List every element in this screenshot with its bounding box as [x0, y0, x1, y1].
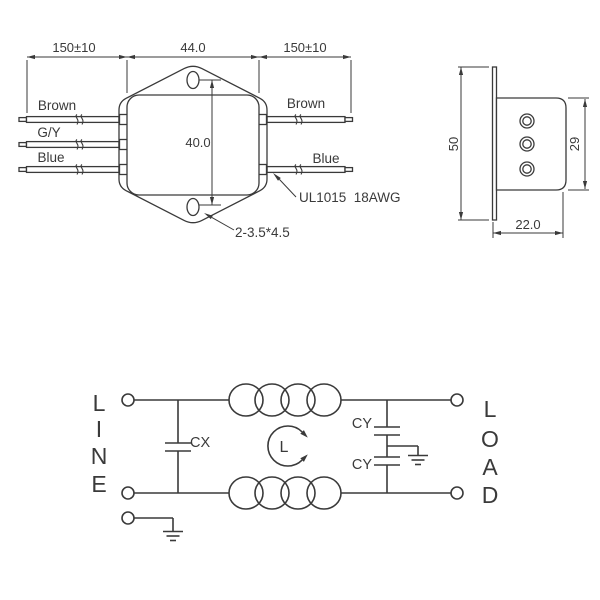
wire-brown-left: [18, 114, 120, 125]
mounting-hole-top: [186, 70, 200, 90]
dim-depth-value: 22.0: [515, 217, 540, 232]
svg-text:I: I: [96, 416, 102, 442]
bushing-left-2: [118, 138, 129, 151]
ground-symbol-line: [134, 517, 183, 542]
wire-gy-left: [18, 139, 120, 150]
front-view: 150±10 44.0 150±10 40.0 Brown G/Y Blue B…: [18, 40, 401, 240]
svg-text:L: L: [93, 390, 106, 416]
svg-text:N: N: [91, 443, 108, 469]
dim-flange-height-value: 50: [446, 137, 461, 151]
bushing-right-2: [257, 163, 268, 176]
wire-brown-right: [266, 114, 354, 125]
mounting-hole-bottom: [186, 197, 200, 217]
circuit-schematic: L I N E L O A D CX: [91, 383, 499, 542]
wire-label-brown-right: Brown: [287, 96, 325, 111]
side-bushings: [519, 113, 535, 177]
wire-blue-left: [18, 164, 120, 175]
side-view: 50 29 22.0: [446, 66, 589, 238]
terminal-load-top: [450, 393, 464, 407]
svg-text:A: A: [482, 454, 498, 480]
inductor-label: L: [280, 439, 289, 456]
bushing-left-1: [118, 113, 129, 126]
load-label: L O A D: [481, 396, 499, 508]
cy-bottom-label: CY: [352, 457, 372, 473]
dimension-hole-spacing: 40.0: [185, 79, 221, 206]
inductor-coil-top: [228, 383, 342, 417]
dim-hole-spacing-value: 40.0: [185, 135, 210, 150]
ground-symbol-cy: [387, 445, 428, 466]
wire-blue-right: [266, 164, 354, 175]
svg-text:E: E: [91, 471, 106, 497]
cy-top-label: CY: [352, 416, 372, 432]
dim-lead-length-left: 150±10: [52, 40, 95, 55]
wire-label-brown-left: Brown: [38, 98, 76, 113]
dimension-body-height: 29: [567, 97, 589, 191]
dimension-depth: 22.0: [492, 192, 564, 238]
bushing-right-1: [257, 113, 268, 126]
dim-body-width: 44.0: [180, 40, 205, 55]
inductor-symbol: L: [267, 425, 308, 467]
capacitor-cy-bottom: CY: [352, 435, 400, 493]
svg-text:D: D: [482, 482, 499, 508]
cx-label: CX: [190, 435, 210, 451]
dimension-flange-height: 50: [446, 66, 489, 221]
dim-body-height-value: 29: [567, 137, 582, 151]
terminal-load-bottom: [450, 486, 464, 500]
svg-text:L: L: [484, 396, 497, 422]
leader-hole-spec: 2-3.5*4.5: [204, 213, 290, 240]
terminal-line-top: [121, 393, 135, 407]
capacitor-cy-top: CY: [352, 400, 400, 436]
hole-spec-label: 2-3.5*4.5: [235, 225, 290, 240]
dimension-top: 150±10 44.0 150±10: [26, 40, 352, 113]
svg-text:O: O: [481, 426, 499, 452]
wire-label-gy-left: G/Y: [37, 125, 60, 140]
terminal-line-ground: [121, 511, 135, 525]
capacitor-cx: CX: [165, 400, 210, 493]
wire-spec-label: UL1015 18AWG: [299, 190, 401, 205]
wire-label-blue-left: Blue: [37, 150, 64, 165]
terminal-line-bottom: [121, 486, 135, 500]
filter-body: [126, 94, 260, 196]
inductor-coil-bottom: [228, 476, 342, 510]
leader-wire-spec: UL1015 18AWG: [273, 173, 401, 205]
bushing-left-3: [118, 163, 129, 176]
line-label: L I N E: [91, 390, 108, 497]
dim-lead-length-right: 150±10: [283, 40, 326, 55]
wire-label-blue-right: Blue: [312, 151, 339, 166]
